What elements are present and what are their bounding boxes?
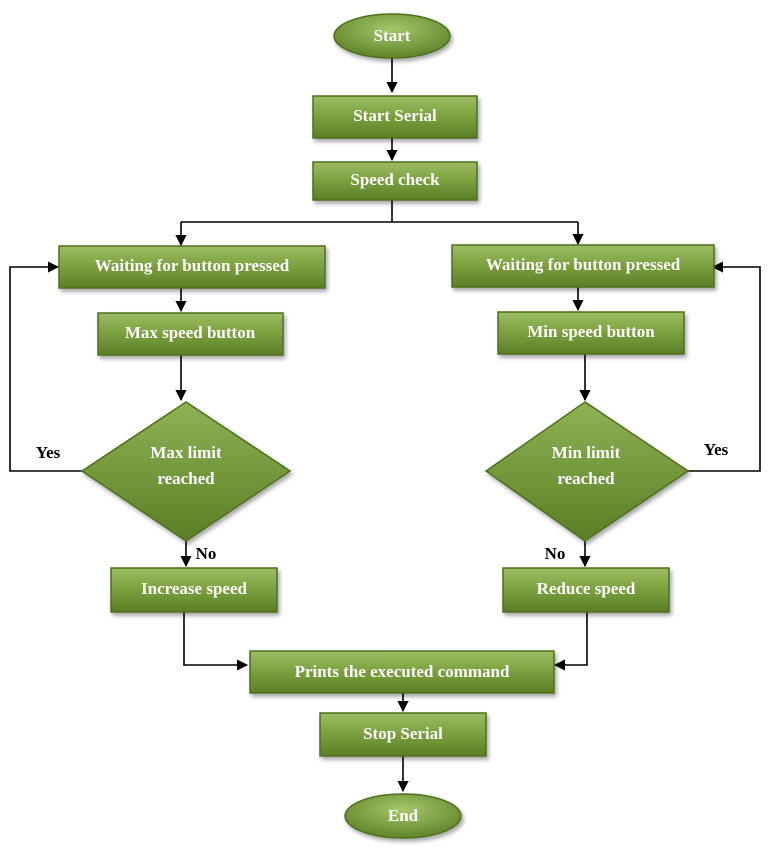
end-node (344, 793, 462, 839)
max-limit-yes-label: Yes (36, 443, 61, 462)
max-limit-no-label: No (196, 544, 217, 563)
min-limit-label-line2: reached (557, 469, 615, 488)
edge-increase-to-prints (183, 612, 249, 671)
start-label: Start (374, 26, 411, 45)
max-button-label: Max speed button (125, 323, 256, 342)
reduce-speed-label: Reduce speed (537, 579, 636, 598)
min-button-node (497, 311, 685, 355)
stop-serial-node (319, 712, 487, 757)
speed-check-node (312, 161, 478, 201)
edge-max-limit-yes-loop (9, 261, 82, 472)
prints-command-node (249, 650, 555, 694)
wait-left-label: Waiting for button pressed (95, 256, 290, 275)
wait-right-label: Waiting for button pressed (486, 255, 681, 274)
reduce-speed-node (502, 567, 670, 613)
edge-min-limit-yes-loop (688, 261, 761, 472)
nodes (58, 13, 715, 839)
wait-left-node (58, 245, 326, 289)
max-limit-decision (80, 401, 292, 542)
increase-speed-node (110, 567, 278, 613)
edge-reduce-to-prints (553, 612, 588, 671)
end-label: End (388, 806, 419, 825)
start-serial-node (312, 95, 478, 139)
min-button-label: Min speed button (527, 322, 655, 341)
min-limit-decision (484, 401, 690, 542)
wait-right-node (451, 244, 715, 288)
prints-command-label: Prints the executed command (295, 662, 510, 681)
node-labels: Start Start Serial Speed check Waiting f… (95, 26, 681, 825)
max-limit-label-line2: reached (157, 469, 215, 488)
start-node (333, 13, 451, 59)
min-limit-yes-label: Yes (704, 440, 729, 459)
speed-check-label: Speed check (350, 170, 440, 189)
min-limit-no-label: No (545, 544, 566, 563)
edge-labels: Yes No Yes No (36, 440, 729, 563)
increase-speed-label: Increase speed (141, 579, 247, 598)
max-limit-label-line1: Max limit (150, 443, 222, 462)
connectors (9, 56, 761, 793)
max-button-node (97, 312, 284, 356)
stop-serial-label: Stop Serial (363, 724, 443, 743)
min-limit-label-line1: Min limit (552, 443, 621, 462)
start-serial-label: Start Serial (353, 106, 437, 125)
